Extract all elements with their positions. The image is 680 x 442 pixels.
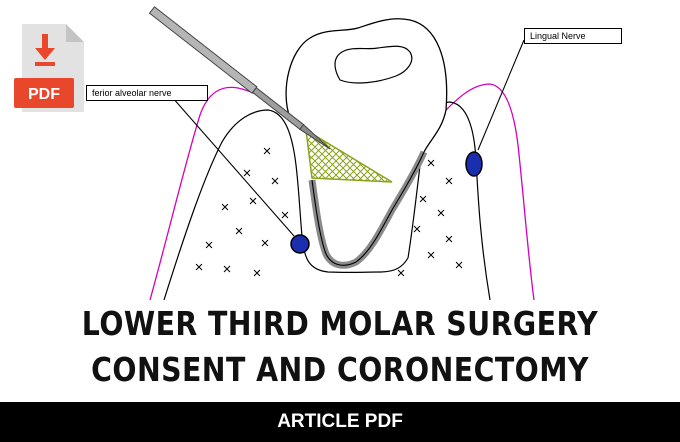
bone-texture-right xyxy=(397,159,463,277)
leader-line-lingual xyxy=(477,39,525,151)
leader-line-ian xyxy=(171,96,295,237)
gum-outline-left xyxy=(149,86,291,300)
bone-right xyxy=(407,101,491,300)
pdf-badge-text: PDF xyxy=(28,86,60,103)
headline-line-1: LOWER THIRD MOLAR SURGERY xyxy=(81,304,599,343)
lingual-nerve xyxy=(465,151,483,177)
bone-left xyxy=(163,109,303,300)
socket-outline xyxy=(301,235,409,274)
coronectomy-crosshatch xyxy=(305,128,393,183)
pulp-chamber xyxy=(334,45,413,84)
inferior-alveolar-nerve xyxy=(290,234,310,254)
inferior-alveolar-nerve-label: ferior alveolar nerve xyxy=(86,85,208,101)
bone-texture-left xyxy=(195,147,289,277)
molar-diagram xyxy=(148,6,535,300)
article-pdf-label[interactable]: ARTICLE PDF xyxy=(277,411,403,432)
pdf-file-icon: PDF xyxy=(14,24,84,112)
tooth-root-line xyxy=(311,151,425,266)
lingual-nerve-label: Lingual Nerve xyxy=(524,28,622,44)
headline-line-2: CONSENT AND CORONECTOMY xyxy=(91,350,589,389)
footer-bar[interactable]: ARTICLE PDF xyxy=(0,402,680,442)
surgical-bur xyxy=(148,6,331,150)
gum-outline-right xyxy=(445,83,535,300)
